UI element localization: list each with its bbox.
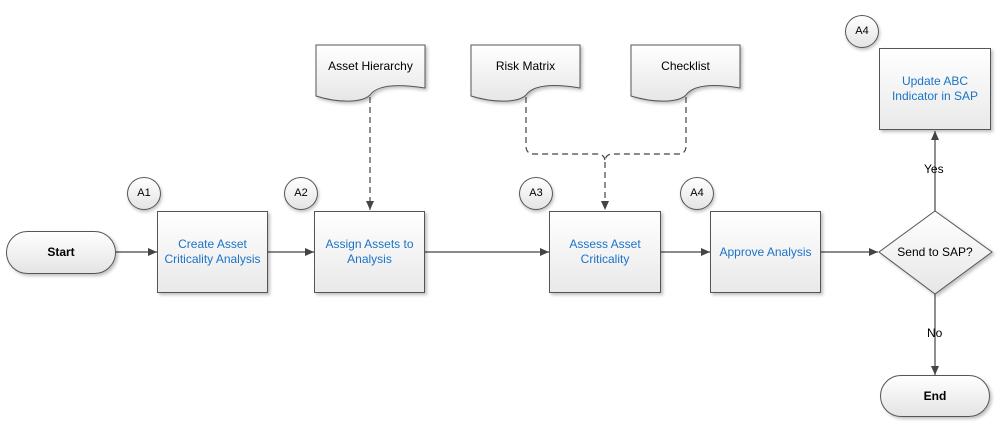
asset-hierarchy-label: Asset Hierarchy: [328, 59, 413, 73]
step-marker-a2: A2: [284, 177, 318, 210]
risk-matrix-label: Risk Matrix: [495, 59, 556, 73]
yes-label: Yes: [924, 162, 944, 176]
assign-assets-step: Assign Assets to Analysis: [314, 211, 425, 293]
checklist-label: Checklist: [661, 59, 710, 73]
approve-analysis-step: Approve Analysis: [710, 211, 821, 293]
update-abc-indicator-step: Update ABC Indicator in SAP: [879, 48, 991, 130]
no-label: No: [927, 326, 943, 340]
dashed-line-risk-matrix: [525, 97, 606, 163]
step-marker-a4-approve: A4: [680, 177, 714, 210]
assess-criticality-step: Assess Asset Criticality: [549, 211, 661, 293]
start-terminal: Start: [6, 231, 116, 274]
risk-matrix-document: [470, 44, 581, 102]
dashed-line-checklist: [604, 97, 687, 163]
end-terminal: End: [880, 375, 990, 417]
decision-question: Send to SAP?: [897, 245, 973, 259]
asset-hierarchy-document: [315, 44, 426, 102]
step-marker-a1: A1: [127, 177, 161, 210]
step-marker-a4-update: A4: [845, 15, 879, 48]
create-analysis-step: Create Asset Criticality Analysis: [157, 211, 268, 293]
step-marker-a3: A3: [519, 177, 553, 210]
checklist-document: [630, 44, 741, 102]
